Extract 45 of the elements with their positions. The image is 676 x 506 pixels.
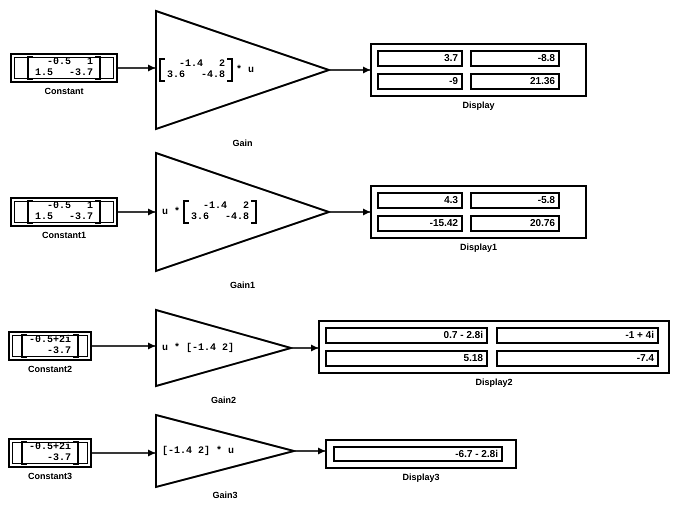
block-name: Gain3 xyxy=(212,490,238,500)
block-name: Display2 xyxy=(475,377,513,387)
matrix-row: -3.7 xyxy=(46,453,71,464)
display-value: -9 xyxy=(377,73,463,90)
matrix-row: 1.5 -3.7 xyxy=(34,68,93,79)
gain-expression: u * [-1.4 2] xyxy=(162,342,234,354)
block-name: Constant1 xyxy=(42,230,86,240)
display-value: -6.7 - 2.8i xyxy=(333,446,503,462)
signal-arrow xyxy=(330,208,370,216)
display-value: -7.4 xyxy=(496,350,659,367)
matrix-row: 1.5 -3.7 xyxy=(34,212,93,223)
block-name: Display1 xyxy=(460,242,498,252)
gain-expression: [-1.4 2] * u xyxy=(162,446,234,456)
matrix-row: -3.7 xyxy=(46,346,71,357)
signal-arrow xyxy=(118,64,155,72)
block-name: Display3 xyxy=(402,472,440,482)
matrix-row: 3.6 -4.8 xyxy=(191,212,250,223)
block-name: Gain2 xyxy=(211,395,236,405)
gain-expression: * u xyxy=(236,64,254,76)
display-value: 21.36 xyxy=(470,73,560,90)
block-name: Display xyxy=(462,100,494,110)
signal-arrow xyxy=(92,342,155,350)
display-value: -8.8 xyxy=(470,50,560,67)
display-value: 4.3 xyxy=(377,192,463,209)
signal-arrow xyxy=(330,66,370,74)
block-name: Constant xyxy=(44,86,84,96)
signal-arrow xyxy=(92,450,155,456)
signal-arrow xyxy=(292,344,318,352)
signal-arrow xyxy=(118,208,155,216)
matrix-row: -1.4 2 xyxy=(179,59,226,70)
display-value: -5.8 xyxy=(470,192,560,209)
gain-expression: u * xyxy=(162,206,180,218)
block-name: Gain xyxy=(232,138,252,148)
display-value: -1 + 4i xyxy=(496,327,659,344)
display-value: -15.42 xyxy=(377,215,463,232)
display-value: 3.7 xyxy=(377,50,463,67)
block-name: Constant3 xyxy=(28,471,72,481)
signal-arrow xyxy=(295,448,325,454)
display-value: 5.18 xyxy=(325,350,488,367)
matrix-row: -1.4 2 xyxy=(203,201,250,212)
block-name: Constant2 xyxy=(28,364,72,374)
block-name: Gain1 xyxy=(230,280,255,290)
display-value: 0.7 - 2.8i xyxy=(325,327,488,344)
matrix-row: 3.6 -4.8 xyxy=(167,70,226,81)
display-value: 20.76 xyxy=(470,215,560,232)
